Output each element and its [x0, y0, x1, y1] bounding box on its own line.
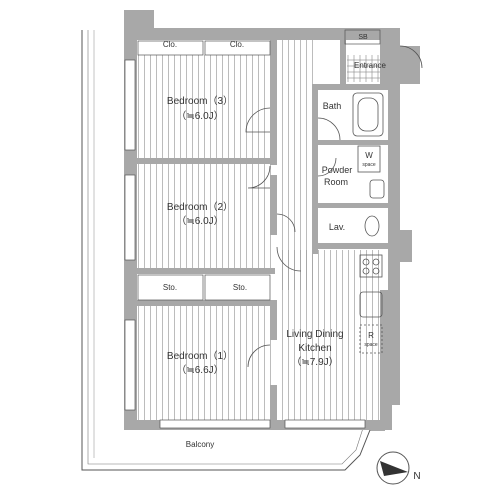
ldk-size: （≒7.9J） [291, 356, 338, 368]
bedroom-2-name: Bedroom（2） [167, 201, 233, 213]
washer-space-label: space [362, 162, 376, 168]
walls [124, 10, 420, 430]
bedroom-1-name: Bedroom（1） [167, 350, 233, 362]
bedroom-1-size: （≒6.6J） [176, 364, 223, 376]
ldk-floor [277, 250, 382, 420]
storage-1-label: Sto. [163, 283, 177, 292]
ldk-name-2: Kitchen [298, 343, 331, 354]
bath-fixtures [352, 92, 385, 354]
bedroom-3-floor [137, 55, 275, 160]
lavatory-label: Lav. [329, 222, 345, 232]
powder-room-label-1: Powder [322, 165, 353, 175]
labels: Clo. Clo. SB Entrance Bedroom（3） （≒6.0J）… [163, 34, 421, 482]
fridge-space-label: space [364, 342, 378, 348]
ldk-name-1: Living Dining [286, 329, 343, 340]
doors [245, 45, 423, 368]
storage-2-label: Sto. [233, 283, 247, 292]
closet-1-label: Clo. [163, 40, 177, 49]
bedroom-1-floor [137, 305, 275, 420]
closets [137, 29, 381, 301]
compass [376, 451, 410, 485]
fridge-label: R [368, 331, 374, 340]
entrance-label: Entrance [354, 61, 387, 70]
bath-label: Bath [323, 101, 342, 111]
powder-room-label-2: Room [324, 177, 348, 187]
shoe-box-label: SB [358, 34, 368, 41]
bedroom-2-floor [137, 164, 275, 270]
windows [124, 59, 366, 429]
balcony-label: Balcony [186, 440, 214, 449]
bedroom-2-size: （≒6.0J） [176, 215, 223, 227]
hallway-floor [277, 30, 314, 290]
north-label: N [413, 471, 420, 482]
closet-2-label: Clo. [230, 40, 244, 49]
washer-label: W [365, 151, 373, 160]
bedroom-3-size: （≒6.0J） [176, 110, 223, 122]
bedroom-3-name: Bedroom（3） [167, 95, 233, 107]
